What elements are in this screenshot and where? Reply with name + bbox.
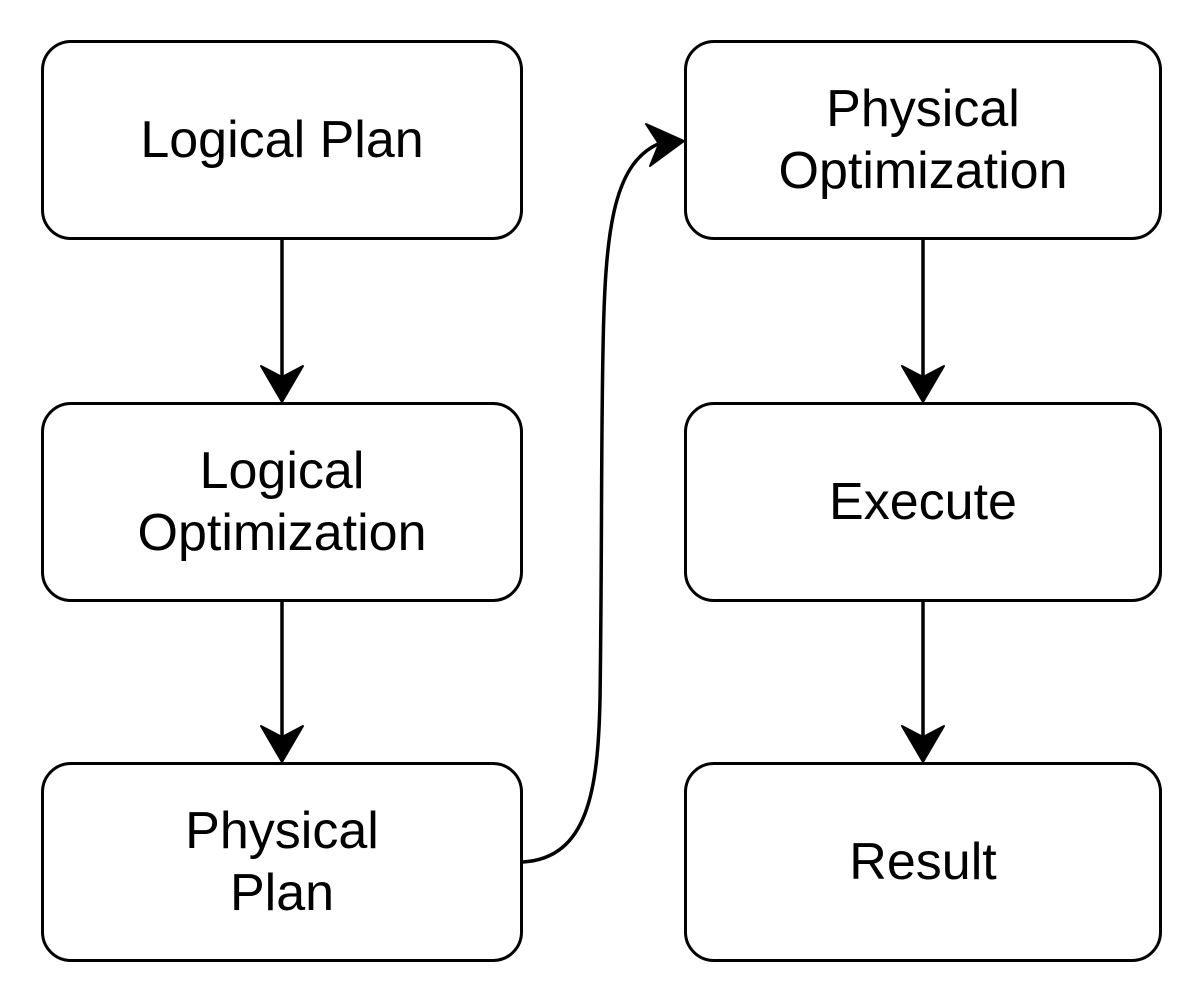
node-label-logical-plan: Logical Plan (140, 110, 424, 169)
node-label-execute: Execute (829, 472, 1017, 531)
arrowhead-down-icon (260, 365, 304, 403)
edge-physical-plan-to-physical-optimization (522, 123, 685, 864)
edge-logical-plan-to-logical-optimization (260, 240, 304, 403)
node-logical-plan: Logical Plan (41, 40, 523, 240)
edge-logical-optimization-to-physical-plan (260, 602, 304, 763)
node-result: Result (684, 762, 1162, 962)
arrowhead-down-icon (901, 725, 945, 763)
edge-physical-optimization-to-execute (901, 240, 945, 403)
node-execute: Execute (684, 402, 1162, 602)
node-label-result: Result (849, 832, 997, 891)
arrowhead-right-icon (645, 123, 685, 167)
arrowhead-down-icon (901, 365, 945, 403)
arrowhead-down-icon (260, 725, 304, 763)
edge-execute-to-result (901, 602, 945, 763)
